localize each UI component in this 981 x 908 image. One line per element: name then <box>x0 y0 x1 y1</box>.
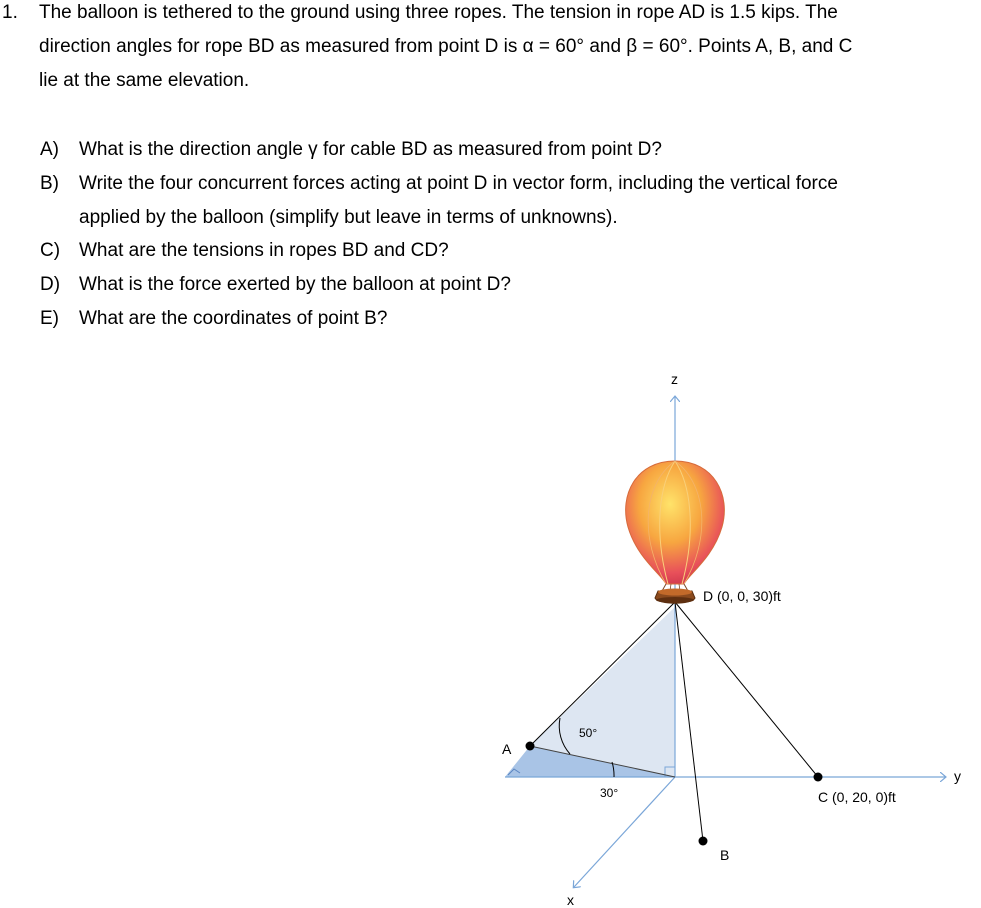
problem-line-1: The balloon is tethered to the ground us… <box>39 2 838 23</box>
right-angle-a <box>507 768 521 776</box>
question-b-text: Write the four concurrent forces acting … <box>79 173 838 194</box>
question-c-label: C) <box>40 240 61 261</box>
angle-arc-30 <box>611 761 615 778</box>
point-c-label: C (0, 20, 0)ft <box>818 789 896 805</box>
question-b-label: B) <box>40 173 59 194</box>
rope-cd <box>674 601 819 778</box>
x-axis <box>574 776 676 887</box>
problem-number: 1. <box>2 2 18 23</box>
axis-x-label: x <box>567 892 574 908</box>
balloon-icon <box>625 460 725 604</box>
angle-50-label: 50° <box>579 726 597 740</box>
question-d-label: D) <box>40 274 61 295</box>
point-a-label: A <box>502 741 512 757</box>
line-a-origin <box>529 745 676 778</box>
question-e-label: E) <box>40 308 59 329</box>
question-a-text: What is the direction angle γ for cable … <box>79 139 662 160</box>
point-c-marker <box>813 772 823 782</box>
axis-z-label: z <box>671 371 678 387</box>
question-e-text: What are the coordinates of point B? <box>79 308 388 329</box>
point-b-marker <box>698 836 708 846</box>
point-d-label: D (0, 0, 30)ft <box>703 588 781 604</box>
plane-adz <box>530 607 675 777</box>
rope-ad <box>529 601 676 747</box>
angle-30-label: 30° <box>600 786 618 800</box>
question-b-text-cont: applied by the balloon (simplify but lea… <box>79 207 618 228</box>
right-angle-z <box>664 766 675 777</box>
problem-line-2: direction angles for rope BD as measured… <box>39 36 853 57</box>
plane-ground <box>505 746 675 777</box>
point-a-marker <box>525 741 535 751</box>
point-b-label: B <box>720 847 729 863</box>
question-a-label: A) <box>40 139 59 160</box>
axis-y-label: y <box>954 768 961 784</box>
rope-bd <box>674 601 704 842</box>
problem-line-3: lie at the same elevation. <box>39 70 250 91</box>
question-c-text: What are the tensions in ropes BD and CD… <box>79 240 449 261</box>
angle-arc-50 <box>558 717 571 755</box>
question-d-text: What is the force exerted by the balloon… <box>79 274 511 295</box>
